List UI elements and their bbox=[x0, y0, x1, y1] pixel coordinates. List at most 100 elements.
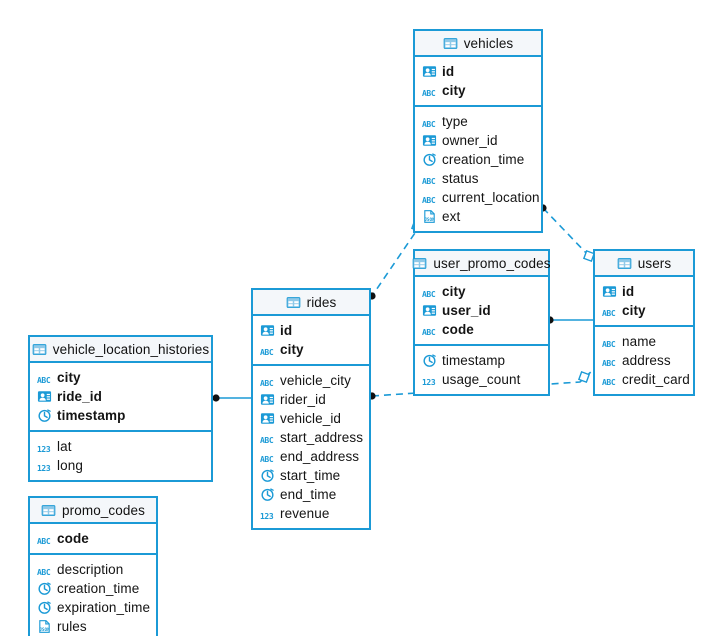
entity-header-users[interactable]: users bbox=[595, 251, 693, 277]
field-row[interactable]: ABC type bbox=[415, 112, 541, 131]
entity-title: user_promo_codes bbox=[433, 255, 551, 271]
field-name: code bbox=[442, 322, 474, 337]
abc-string-icon: ABC bbox=[422, 89, 436, 98]
field-row[interactable]: ride_id bbox=[30, 387, 211, 406]
123-number-icon: 123 bbox=[37, 464, 51, 473]
relationship-vehicle_location_histories-rides[interactable] bbox=[212, 394, 251, 402]
field-row[interactable]: id bbox=[595, 282, 693, 301]
entity-title: vehicles bbox=[463, 35, 514, 51]
abc-string-icon: ABC bbox=[422, 177, 436, 186]
field-row[interactable]: id bbox=[253, 321, 369, 340]
abc-string-icon: ABC bbox=[602, 309, 616, 318]
relationship-user_promo_codes-users[interactable] bbox=[546, 316, 593, 324]
field-row[interactable]: rider_id bbox=[253, 390, 369, 409]
entity-title: promo_codes bbox=[62, 502, 145, 518]
field-row[interactable]: end_time bbox=[253, 485, 369, 504]
field-row[interactable]: 123 lat bbox=[30, 437, 211, 456]
field-name: current_location bbox=[442, 190, 540, 205]
abc-string-icon: ABC bbox=[602, 378, 616, 387]
key-badge-icon bbox=[422, 133, 437, 148]
field-name: start_address bbox=[280, 430, 364, 445]
field-row[interactable]: id bbox=[415, 62, 541, 81]
abc-string-icon: ABC bbox=[260, 348, 274, 357]
field-name: city bbox=[442, 284, 466, 299]
abc-string-icon: ABC bbox=[37, 568, 51, 577]
123-number-icon: 123 bbox=[260, 512, 274, 521]
abc-string-icon: ABC bbox=[260, 436, 274, 445]
field-row[interactable]: timestamp bbox=[30, 406, 211, 425]
field-row[interactable]: user_id bbox=[415, 301, 548, 320]
target-open-square-marker bbox=[577, 370, 591, 384]
field-name: description bbox=[57, 562, 124, 577]
abc-string-icon: ABC bbox=[37, 376, 51, 385]
key-badge-icon bbox=[422, 303, 437, 318]
abc-string-icon: ABC bbox=[422, 120, 436, 129]
abc-string-icon: ABC bbox=[602, 359, 616, 368]
field-name: lat bbox=[57, 439, 72, 454]
field-row[interactable]: owner_id bbox=[415, 131, 541, 150]
field-name: long bbox=[57, 458, 83, 473]
svg-text:JSON: JSON bbox=[424, 217, 435, 223]
field-row[interactable]: start_time bbox=[253, 466, 369, 485]
source-filled-dot-marker bbox=[212, 394, 220, 402]
attribute-section: 123 lat 123 long bbox=[30, 432, 211, 480]
key-badge-icon bbox=[260, 411, 275, 426]
field-row[interactable]: creation_time bbox=[30, 579, 156, 598]
field-name: status bbox=[442, 171, 479, 186]
field-row[interactable]: timestamp bbox=[415, 351, 548, 370]
entity-header-user_promo_codes[interactable]: user_promo_codes bbox=[413, 251, 551, 277]
field-name: type bbox=[442, 114, 468, 129]
relationship-line bbox=[542, 207, 591, 258]
entity-header-promo_codes[interactable]: promo_codes bbox=[30, 498, 156, 524]
field-name: creation_time bbox=[57, 581, 140, 596]
clock-icon bbox=[422, 353, 437, 368]
entity-header-vehicle_location_histories[interactable]: vehicle_location_histories bbox=[30, 337, 211, 363]
entity-header-vehicles[interactable]: vehicles bbox=[415, 31, 541, 57]
field-name: end_time bbox=[280, 487, 337, 502]
field-row[interactable]: expiration_time bbox=[30, 598, 156, 617]
field-row[interactable]: ABC code bbox=[415, 320, 548, 339]
json-document-icon: JSON bbox=[422, 209, 437, 224]
field-row[interactable]: ABC start_address bbox=[253, 428, 369, 447]
field-name: code bbox=[57, 531, 89, 546]
field-row[interactable]: vehicle_id bbox=[253, 409, 369, 428]
table-grid-icon bbox=[286, 295, 301, 310]
abc-string-icon: ABC bbox=[422, 328, 436, 337]
field-row[interactable]: ABC status bbox=[415, 169, 541, 188]
field-row[interactable]: ABC description bbox=[30, 560, 156, 579]
field-row[interactable]: creation_time bbox=[415, 150, 541, 169]
field-row[interactable]: 123 long bbox=[30, 456, 211, 475]
123-number-icon: 123 bbox=[37, 445, 51, 454]
key-badge-icon bbox=[422, 64, 437, 79]
field-name: rider_id bbox=[280, 392, 326, 407]
entity-header-rides[interactable]: rides bbox=[253, 290, 369, 316]
field-name: user_id bbox=[442, 303, 491, 318]
